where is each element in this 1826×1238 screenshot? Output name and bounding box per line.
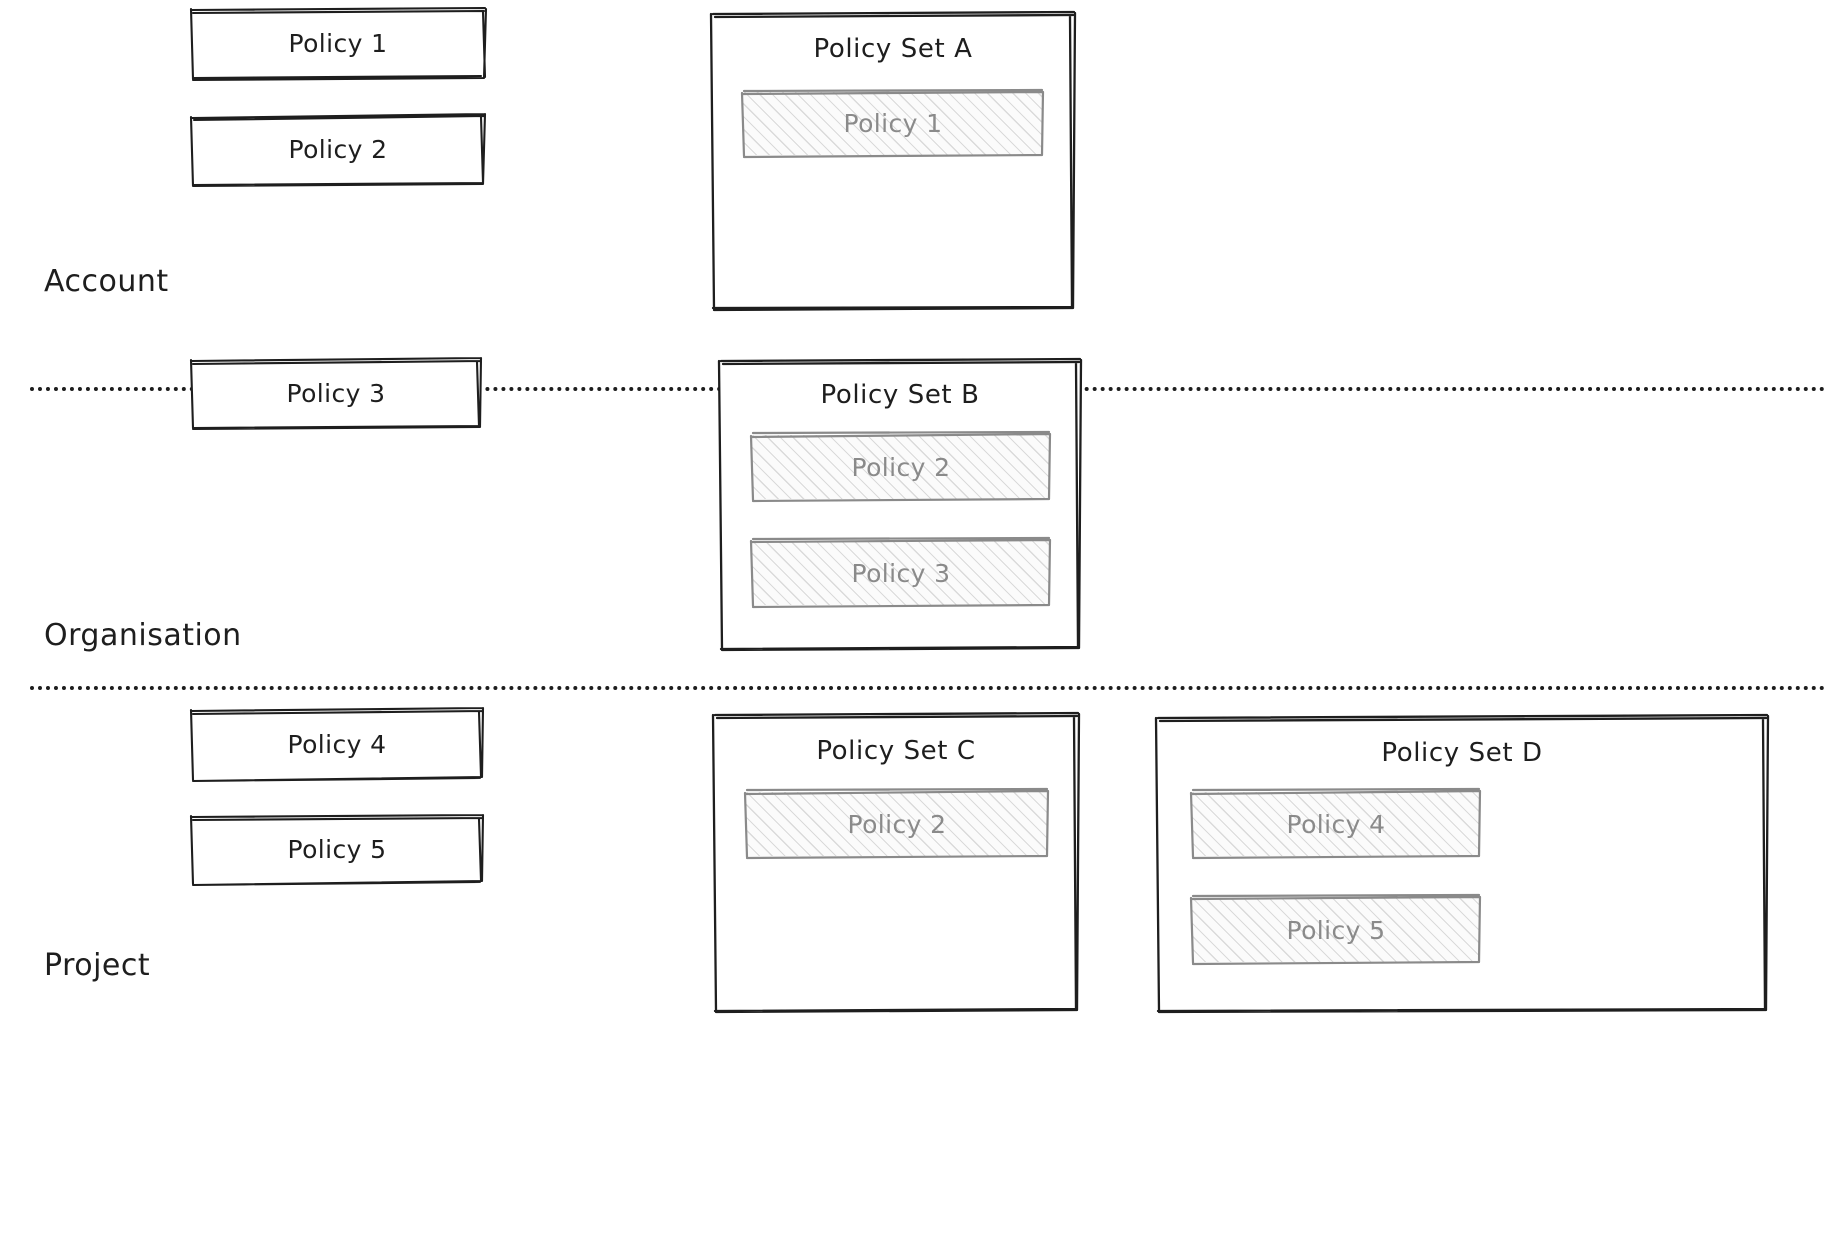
policy-label: Policy 2 xyxy=(851,452,951,482)
policy-label: Policy 3 xyxy=(851,558,951,588)
policy-label: Policy 4 xyxy=(1286,809,1386,839)
policy-label: Policy 2 xyxy=(847,809,947,839)
policy-label: Policy 1 xyxy=(843,109,943,138)
policy-label: Policy 2 xyxy=(288,134,388,164)
policy-set-title: Policy Set A xyxy=(813,34,973,64)
policy-set-member[interactable]: Policy 4 xyxy=(1189,787,1482,860)
policy-set-member[interactable]: Policy 5 xyxy=(1189,893,1482,966)
policy-set-member[interactable]: Policy 2 xyxy=(749,430,1052,503)
policy-set-d[interactable]: Policy Set D Policy 4 Policy 5 xyxy=(1154,713,1770,1014)
policy-set-c[interactable]: Policy Set C Policy 2 xyxy=(711,711,1081,1014)
policy-set-a[interactable]: Policy Set A Policy 1 xyxy=(709,10,1077,312)
policy-box-account-2[interactable]: Policy 2 xyxy=(189,112,487,188)
policy-set-title: Policy Set D xyxy=(1381,738,1543,768)
policy-box-account-1[interactable]: Policy 1 xyxy=(189,6,488,82)
policy-box-project-1[interactable]: Policy 4 xyxy=(189,706,485,783)
policy-set-member[interactable]: Policy 1 xyxy=(740,88,1045,159)
policy-label: Policy 1 xyxy=(288,28,388,58)
policy-set-member[interactable]: Policy 2 xyxy=(743,787,1050,860)
policy-box-project-2[interactable]: Policy 5 xyxy=(189,813,485,887)
policy-label: Policy 5 xyxy=(1286,915,1386,945)
policy-set-b[interactable]: Policy Set B Policy 2 Policy 3 xyxy=(717,357,1083,652)
policy-label: Policy 5 xyxy=(287,834,387,864)
policy-set-title: Policy Set C xyxy=(816,736,976,766)
policy-set-member[interactable]: Policy 3 xyxy=(749,536,1052,609)
tier-divider-2 xyxy=(30,686,1826,690)
tier-label-account: Account xyxy=(44,264,169,299)
policy-box-organisation-1[interactable]: Policy 3 xyxy=(189,356,483,431)
policy-label: Policy 3 xyxy=(286,378,386,408)
tier-label-organisation: Organisation xyxy=(44,618,242,653)
policy-set-title: Policy Set B xyxy=(820,380,980,410)
tier-label-project: Project xyxy=(44,948,151,983)
policy-label: Policy 4 xyxy=(287,729,387,759)
